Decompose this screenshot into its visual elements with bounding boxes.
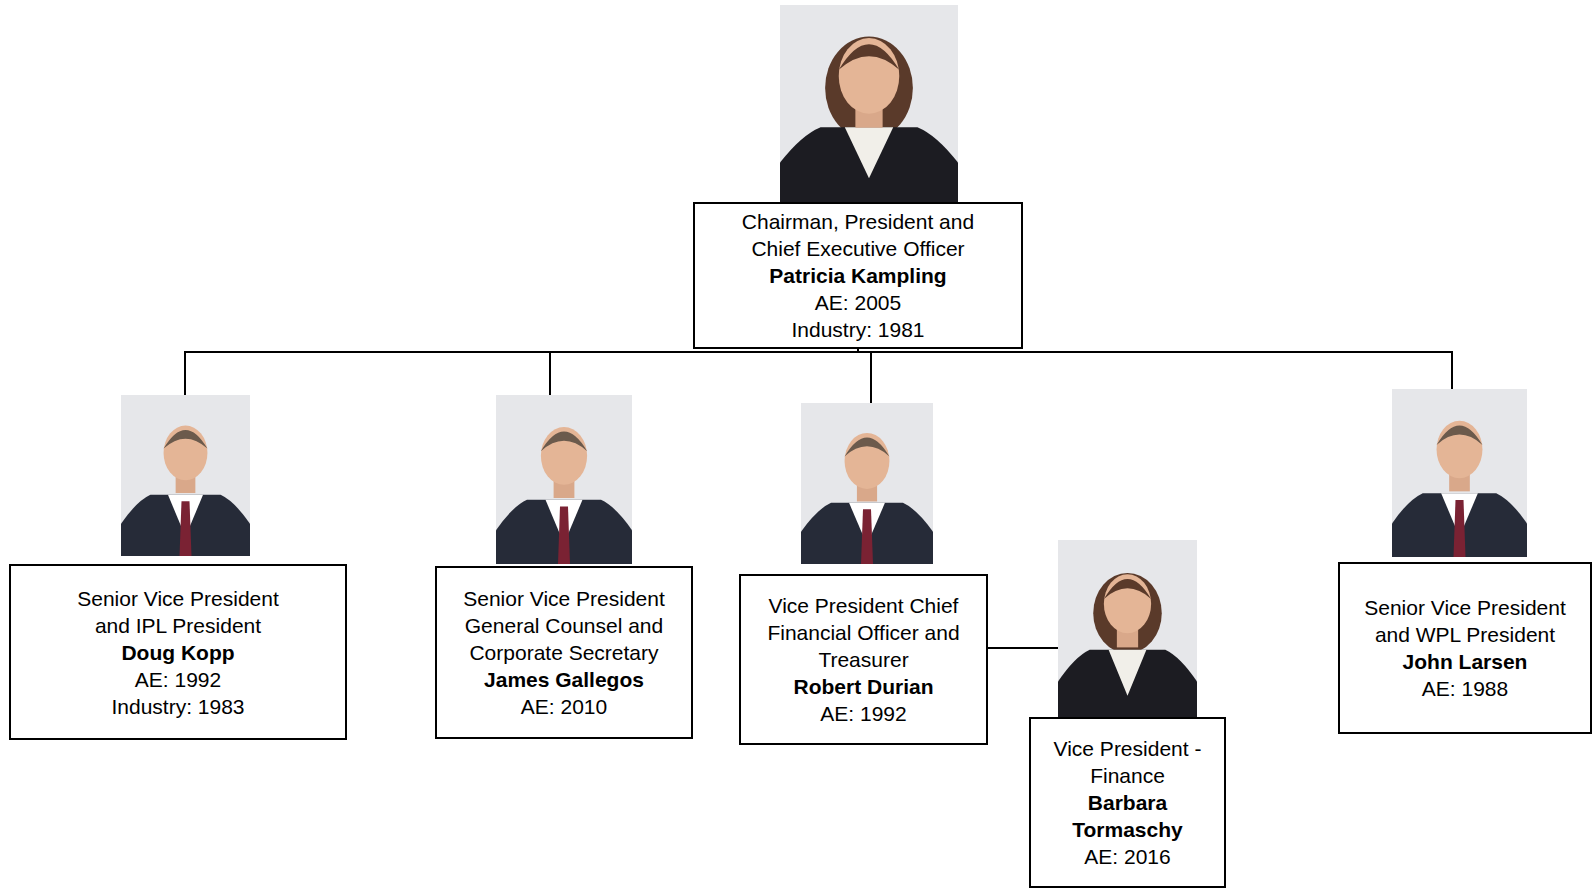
role-title: Chairman, President and Chief Executive … bbox=[727, 208, 989, 262]
tenure-year: Industry: 1981 bbox=[791, 316, 924, 343]
portrait-photo bbox=[496, 395, 632, 564]
title-box: Vice President Chief Financial Officer a… bbox=[739, 574, 988, 745]
reporting-line bbox=[858, 349, 871, 403]
portrait-photo bbox=[801, 403, 933, 564]
role-title: Vice President Chief Financial Officer a… bbox=[747, 592, 980, 673]
org-node: Chairman, President and Chief Executive … bbox=[693, 5, 1023, 349]
org-node: Vice President - FinanceBarbara Tormasch… bbox=[1029, 540, 1226, 888]
title-box: Chairman, President and Chief Executive … bbox=[693, 202, 1023, 349]
tenure-year: AE: 2010 bbox=[521, 693, 607, 720]
title-box: Senior Vice President General Counsel an… bbox=[435, 566, 693, 739]
reporting-line bbox=[858, 349, 1452, 389]
org-node: Senior Vice President General Counsel an… bbox=[435, 395, 693, 739]
role-title: Senior Vice President General Counsel an… bbox=[443, 585, 685, 666]
person-name: Patricia Kampling bbox=[769, 262, 946, 289]
tenure-year: AE: 1988 bbox=[1422, 675, 1508, 702]
role-title: Senior Vice President and IPL President bbox=[61, 585, 296, 639]
portrait-photo bbox=[780, 5, 958, 202]
person-name: Robert Durian bbox=[793, 673, 933, 700]
tenure-year: AE: 2016 bbox=[1084, 843, 1170, 870]
portrait-photo bbox=[1058, 540, 1197, 717]
portrait-photo bbox=[121, 395, 250, 556]
tenure-year: Industry: 1983 bbox=[111, 693, 244, 720]
tenure-year: AE: 1992 bbox=[820, 700, 906, 727]
person-name: James Gallegos bbox=[484, 666, 644, 693]
person-name: Doug Kopp bbox=[121, 639, 234, 666]
org-node: Senior Vice President and WPL PresidentJ… bbox=[1338, 389, 1592, 734]
reporting-line bbox=[988, 647, 1058, 649]
person-name: Barbara Tormaschy bbox=[1037, 789, 1218, 843]
tenure-year: AE: 2005 bbox=[815, 289, 901, 316]
org-node: Vice President Chief Financial Officer a… bbox=[739, 403, 988, 745]
tenure-year: AE: 1992 bbox=[135, 666, 221, 693]
role-title: Senior Vice President and WPL President bbox=[1346, 594, 1584, 648]
reporting-line bbox=[185, 349, 858, 395]
org-node: Senior Vice President and IPL PresidentD… bbox=[9, 395, 347, 740]
reporting-line bbox=[550, 349, 858, 395]
title-box: Senior Vice President and WPL PresidentJ… bbox=[1338, 562, 1592, 734]
title-box: Vice President - FinanceBarbara Tormasch… bbox=[1029, 717, 1226, 888]
role-title: Vice President - Finance bbox=[1037, 735, 1218, 789]
portrait-photo bbox=[1392, 389, 1527, 557]
title-box: Senior Vice President and IPL PresidentD… bbox=[9, 564, 347, 740]
person-name: John Larsen bbox=[1403, 648, 1528, 675]
